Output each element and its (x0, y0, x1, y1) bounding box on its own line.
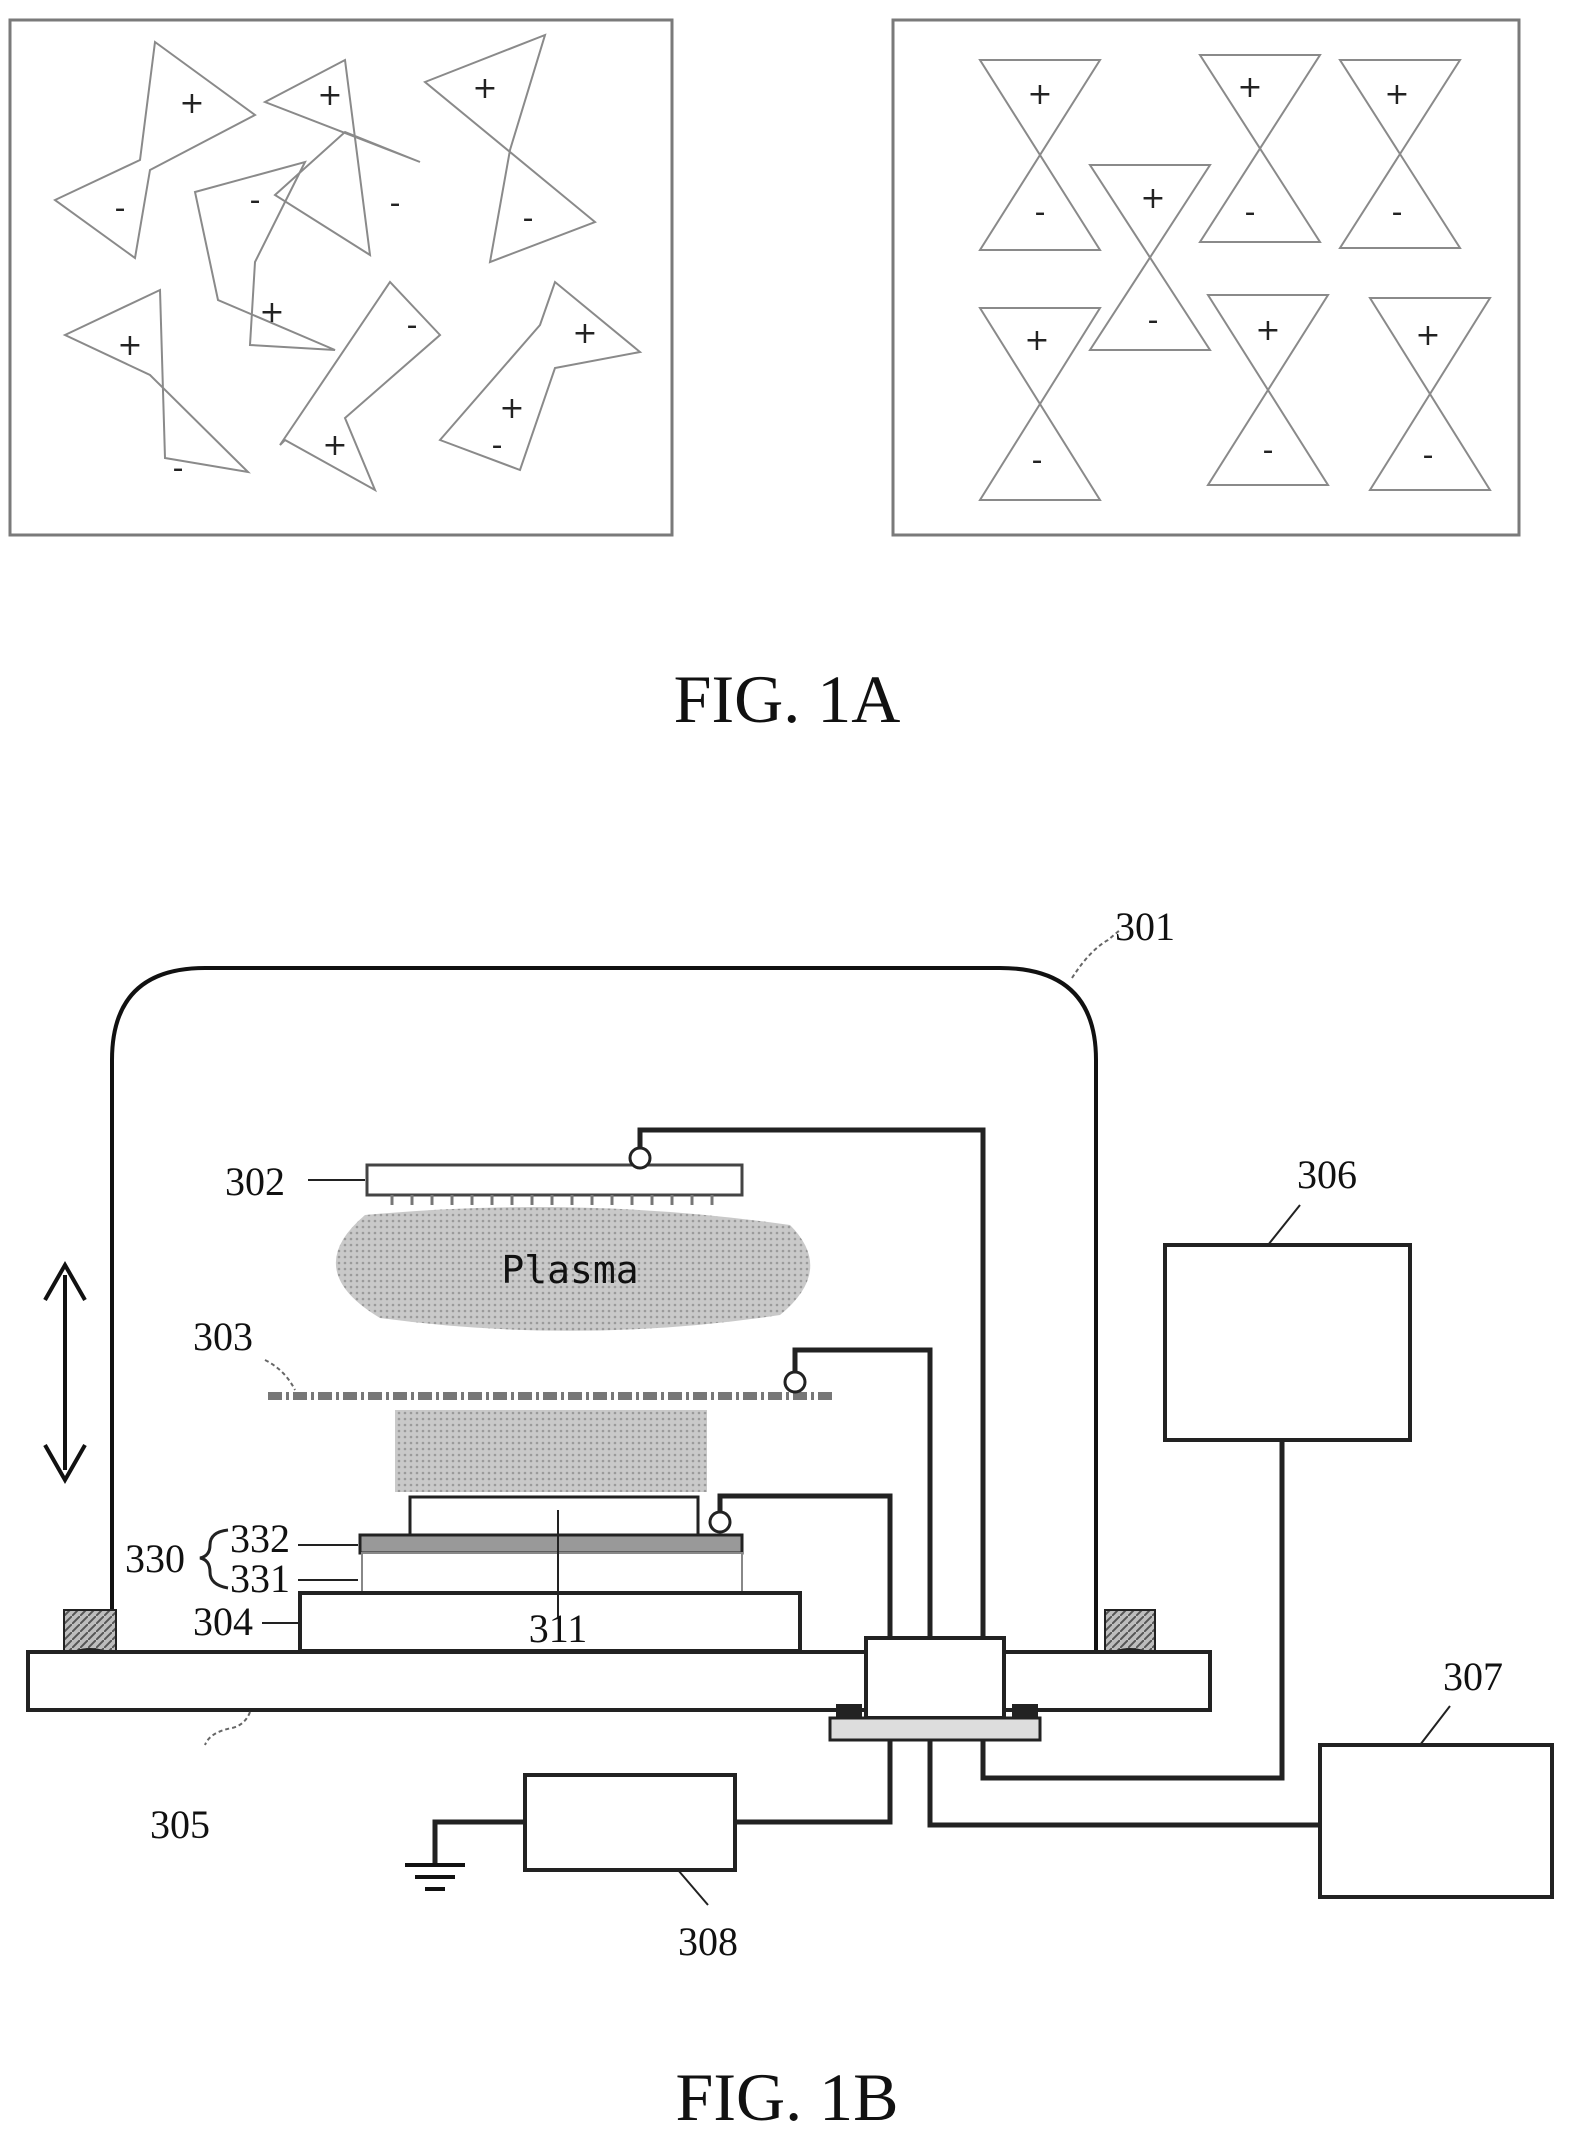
fig-1b: 301 305 302 Plasma 303 (28, 904, 1552, 2135)
charge-sign: + (1024, 323, 1049, 358)
charge-sign: - (250, 183, 261, 218)
leader-308 (678, 1870, 708, 1905)
charge-sign: + (117, 328, 142, 363)
wire-to-308 (735, 1740, 890, 1822)
box-306 (1165, 1245, 1410, 1440)
wire-ground (435, 1822, 525, 1865)
connector-302 (630, 1148, 650, 1168)
seal-right (1105, 1610, 1155, 1652)
charge-sign: - (523, 201, 534, 236)
plasma-label: Plasma (501, 1248, 638, 1292)
label-332: 332 (230, 1516, 290, 1561)
charge-sign: - (1423, 438, 1434, 473)
dipole-shape (440, 282, 640, 470)
fig-1a-random-dipoles (55, 35, 640, 490)
label-331: 331 (230, 1556, 290, 1601)
charge-sign: + (1415, 318, 1440, 353)
label-306: 306 (1297, 1152, 1357, 1197)
feedthrough-seal-right (1012, 1704, 1038, 1718)
charge-sign: + (1384, 77, 1409, 112)
layer-332 (360, 1535, 742, 1553)
charge-sign: + (1255, 313, 1280, 348)
leader-305 (205, 1712, 250, 1745)
label-330: 330 (125, 1536, 185, 1581)
box-307 (1320, 1745, 1552, 1897)
fig-1b-caption: FIG. 1B (676, 2059, 899, 2135)
charge-sign: + (1237, 70, 1262, 105)
connector-332 (710, 1512, 730, 1532)
label-305: 305 (150, 1802, 210, 1847)
fig-1a-left-signs: + + + - - - - + + - + + - + - (115, 71, 598, 486)
brace-330 (200, 1530, 228, 1588)
charge-sign: + (472, 71, 497, 106)
label-304: 304 (193, 1599, 253, 1644)
layer-331 (362, 1553, 742, 1593)
leader-306 (1268, 1205, 1300, 1245)
base-plate (28, 1652, 1210, 1710)
charge-sign: + (317, 78, 342, 113)
seal-left (64, 1610, 116, 1652)
upper-electrode-302 (367, 1165, 742, 1195)
charge-sign: + (1140, 181, 1165, 216)
charge-sign: - (1148, 303, 1159, 338)
feedthrough-seal-left (836, 1704, 862, 1718)
charge-sign: - (115, 191, 126, 226)
label-311: 311 (529, 1606, 588, 1651)
wire-to-307 (930, 1740, 1320, 1825)
charge-sign: + (322, 428, 347, 463)
charge-sign: + (1027, 77, 1052, 112)
label-301: 301 (1115, 904, 1175, 949)
feedthrough (866, 1638, 1004, 1718)
label-302: 302 (225, 1159, 285, 1204)
charge-sign: - (1263, 433, 1274, 468)
particle-beam (395, 1410, 707, 1492)
charge-sign: - (1245, 195, 1256, 230)
charge-sign: - (1035, 195, 1046, 230)
charge-sign: - (1392, 195, 1403, 230)
feedthrough-flange (830, 1718, 1040, 1740)
charge-sign: - (492, 428, 503, 463)
charge-sign: + (572, 316, 597, 351)
charge-sign: - (390, 186, 401, 221)
label-303: 303 (193, 1314, 253, 1359)
leader-301 (1072, 930, 1120, 978)
vertical-motion-arrow-icon (45, 1265, 85, 1480)
charge-sign: - (173, 451, 184, 486)
connector-303 (785, 1372, 805, 1392)
charge-sign: + (259, 295, 284, 330)
fig-1a: + + + - - - - + + - + + - + - + (10, 20, 1519, 737)
fig-1a-right-signs: + - + - + - + - + - + - + - (1024, 70, 1440, 478)
ground-icon (405, 1865, 465, 1889)
dipole-shape (55, 42, 255, 258)
charge-sign: + (499, 391, 524, 426)
fig-1a-caption: FIG. 1A (674, 661, 901, 737)
label-308: 308 (678, 1919, 738, 1964)
charge-sign: - (407, 308, 418, 343)
dipole-shape (65, 290, 248, 472)
fig-1a-aligned-dipoles (980, 55, 1490, 500)
box-308 (525, 1775, 735, 1870)
substrate-311 (410, 1497, 698, 1535)
leader-307 (1420, 1706, 1450, 1745)
label-307: 307 (1443, 1654, 1503, 1699)
leader-303 (265, 1360, 295, 1390)
charge-sign: - (1032, 443, 1043, 478)
dipole-shape (425, 35, 595, 262)
charge-sign: + (179, 86, 204, 121)
